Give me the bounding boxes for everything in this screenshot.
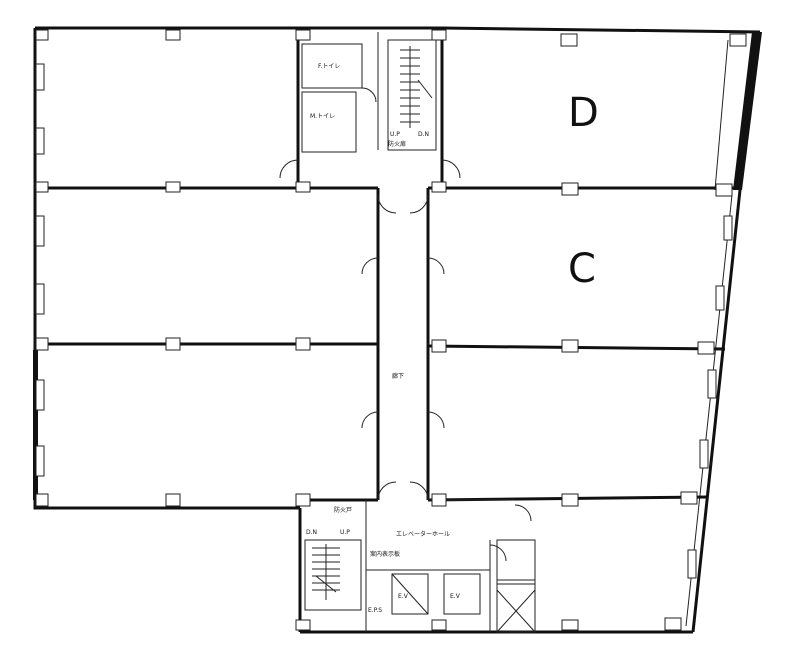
eps-label: E.P.S: [368, 607, 382, 614]
window-mullions: [35, 63, 733, 579]
female-toilet-label: F.トイレ: [318, 63, 340, 70]
north-stair-treads: [400, 46, 433, 128]
south-core: [304, 500, 536, 633]
elevator-1-label: E.V: [398, 593, 409, 600]
elevator-1-car: [391, 573, 429, 615]
fire-door-label: 防火戸: [334, 506, 352, 514]
elevator-hall-label: エレベーターホール: [396, 530, 450, 538]
corridor-label: 廊下: [392, 372, 404, 380]
unit-c-label: C: [568, 246, 596, 292]
info-board-label: 案内表示板: [370, 550, 400, 558]
south-stair-down-label: D.N: [306, 529, 317, 536]
corridor: [300, 188, 515, 502]
columns: [35, 29, 747, 631]
exterior-walls: [33, 26, 762, 634]
north-stair-down-label: D.N: [418, 131, 429, 138]
male-toilet-label: M.トイレ: [310, 113, 335, 120]
north-core: [301, 32, 437, 153]
doors: [279, 87, 532, 562]
elevator-2-label: E.V: [450, 593, 461, 600]
south-stair-up-label: U.P: [340, 529, 350, 536]
facade-strips: [33, 32, 762, 500]
unit-d-label: D: [568, 90, 599, 136]
south-stair-treads: [312, 544, 340, 600]
north-stair-note-label: 防火扉: [388, 140, 406, 148]
north-stair-up-label: U.P: [390, 131, 400, 138]
